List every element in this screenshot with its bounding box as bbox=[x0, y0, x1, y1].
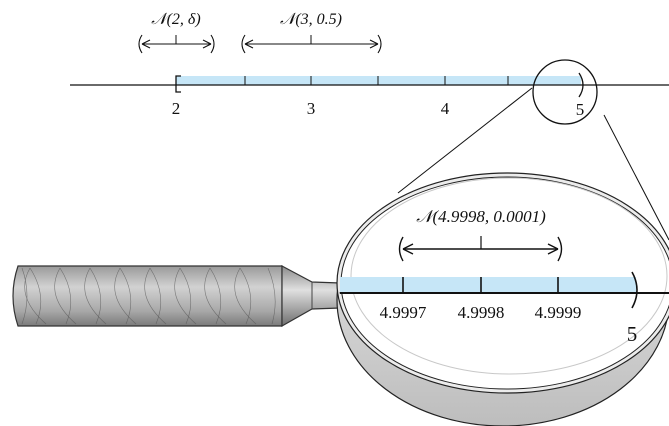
top-number-line: 2 3 4 5 bbox=[70, 60, 669, 124]
neighborhood-label: 𝒩(3, 0.5) bbox=[280, 11, 342, 28]
neighborhood-n3-half: 𝒩(3, 0.5) bbox=[242, 11, 381, 53]
tick-label-4: 4 bbox=[441, 99, 450, 118]
tick-label-2: 2 bbox=[172, 99, 181, 118]
neighborhood-n2-delta: 𝒩(2, δ) bbox=[139, 11, 214, 53]
magnifying-glass-icon bbox=[13, 173, 669, 426]
magnified-tick-label-1: 4.9997 bbox=[380, 303, 427, 322]
zoom-circle bbox=[533, 60, 597, 124]
handle-grip bbox=[13, 266, 282, 326]
handle-ferrule bbox=[282, 266, 340, 326]
neighborhood-label: 𝒩(4.9998, 0.0001) bbox=[416, 207, 546, 226]
left-paren bbox=[242, 35, 245, 53]
magnified-tick-label-3: 4.9999 bbox=[535, 303, 582, 322]
left-paren bbox=[139, 35, 142, 53]
magnified-end-label: 5 bbox=[627, 322, 638, 346]
tick-label-5: 5 bbox=[576, 100, 585, 119]
tick-label-3: 3 bbox=[307, 99, 316, 118]
magnified-tick-label-2: 4.9998 bbox=[458, 303, 505, 322]
magnified-interval-band bbox=[340, 277, 636, 293]
right-paren bbox=[211, 35, 214, 53]
neighborhood-label: 𝒩(2, δ) bbox=[151, 11, 200, 28]
right-paren bbox=[378, 35, 381, 53]
